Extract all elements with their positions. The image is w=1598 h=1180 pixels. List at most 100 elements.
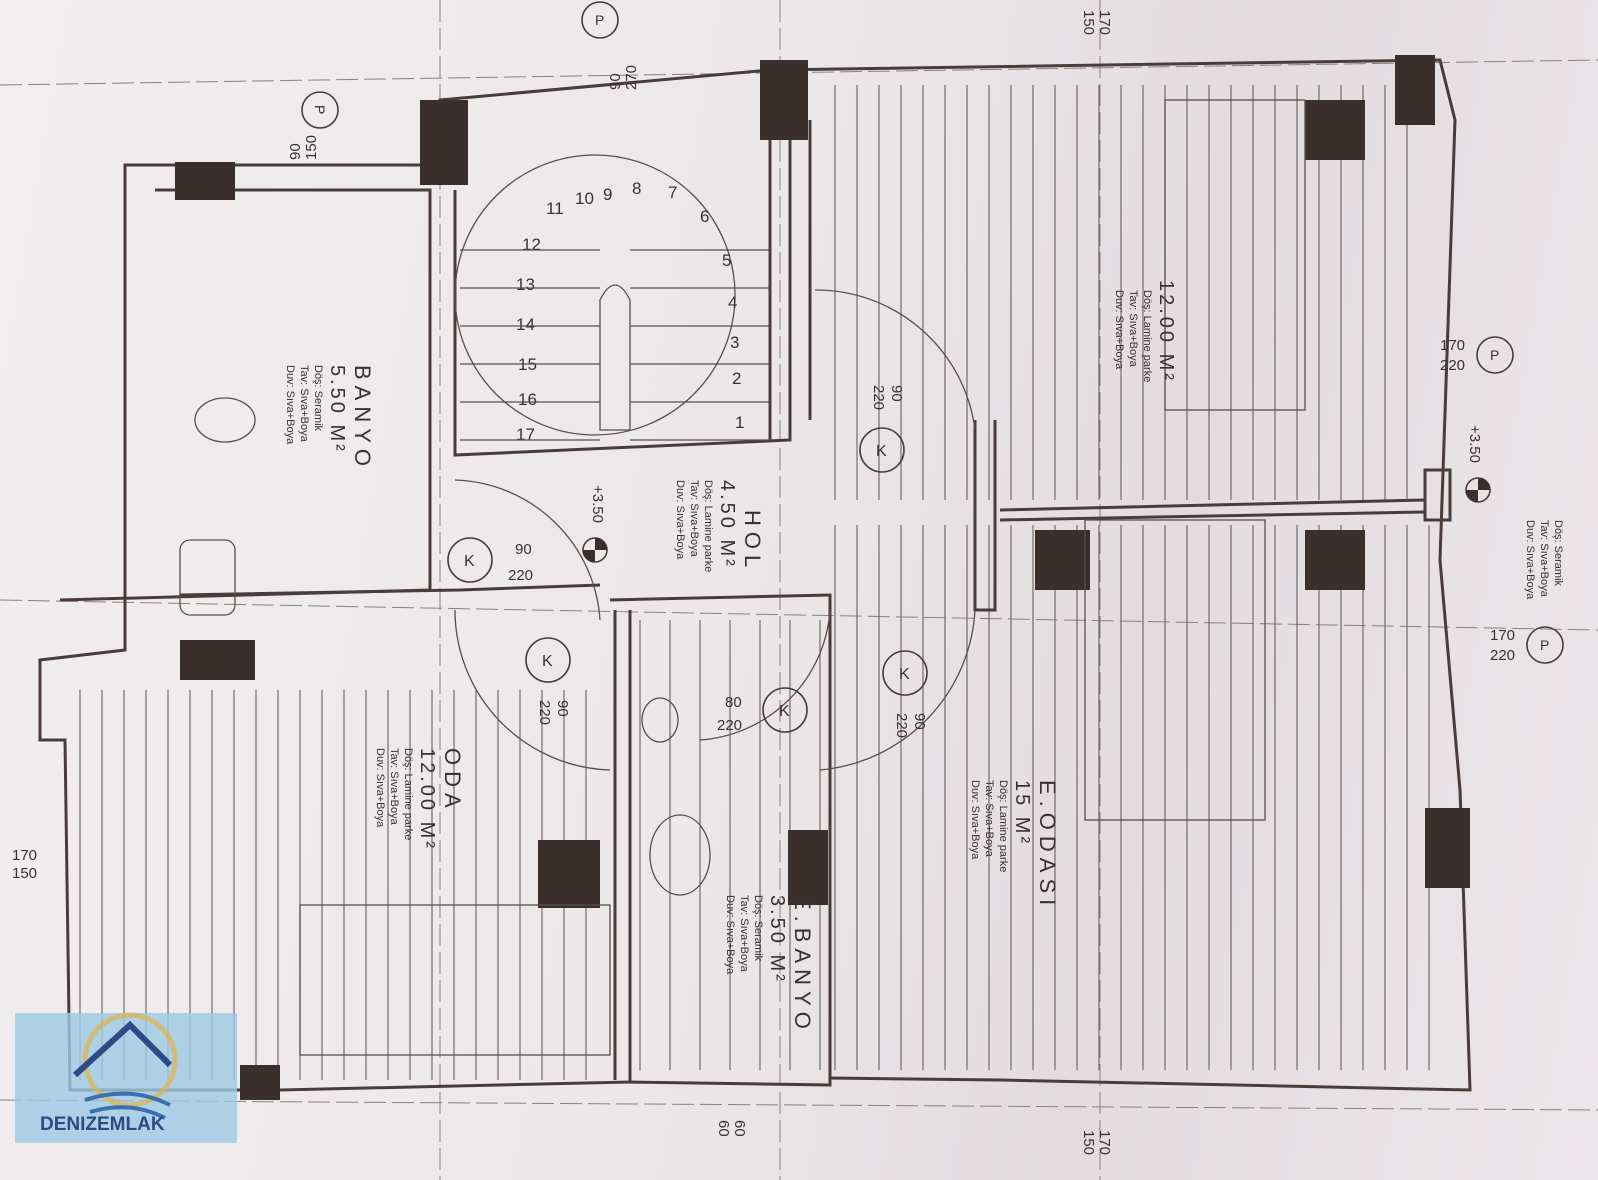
window-tag-letter: P bbox=[312, 105, 328, 114]
door-tag: K 90 220 bbox=[447, 537, 533, 584]
furniture bbox=[179, 99, 1306, 1056]
window-height: 220 bbox=[1440, 357, 1465, 374]
dimension-a: 170 bbox=[12, 847, 37, 864]
door-tag-letter: K bbox=[899, 666, 910, 683]
bed-left bbox=[299, 904, 611, 1056]
room-label-hol: HOL 4.50 M² Döş: Lamine parke Tav: Sıva+… bbox=[674, 480, 765, 573]
door-width: 90 bbox=[515, 541, 532, 558]
room-area: 5.50 M² bbox=[326, 365, 348, 454]
stair-number: 1 bbox=[735, 413, 744, 432]
window-height: 270 bbox=[623, 65, 640, 90]
sink bbox=[641, 697, 679, 743]
room-name: ODA bbox=[440, 748, 465, 814]
toilet-ebanyo bbox=[649, 814, 711, 896]
level-marker: +3.50 bbox=[582, 485, 608, 563]
door-tag-letter: K bbox=[542, 653, 553, 670]
stair-number: 12 bbox=[522, 235, 541, 254]
logo-mark bbox=[72, 1012, 178, 1120]
room-label-oda: ODA 12.00 M² Döş: Lamine parke Tav: Sıva… bbox=[374, 748, 465, 851]
room-ceiling: Tav: Sıva+Boya bbox=[688, 480, 700, 558]
stair-number: 9 bbox=[603, 185, 612, 204]
room-wall: Duv: Sıva+Boya bbox=[284, 365, 296, 445]
room-floor: Döş: Seramik bbox=[752, 895, 764, 962]
dimension-b: 60 bbox=[715, 1120, 732, 1137]
logo-text: DENIZEMLAK bbox=[40, 1114, 165, 1135]
stair-number: 6 bbox=[700, 207, 709, 226]
stair-number: 4 bbox=[728, 293, 737, 312]
stair-number: 2 bbox=[732, 369, 741, 388]
room-label-ebanyo: E.BANYO 3.50 M² Döş: Seramik Tav: Sıva+B… bbox=[724, 895, 815, 1035]
room-area: 15 M² bbox=[1011, 780, 1033, 846]
room-wall: Duv: Sıva+Boya bbox=[1524, 520, 1536, 600]
window-tag-letter: P bbox=[1490, 347, 1499, 363]
stair-number: 11 bbox=[546, 199, 564, 218]
walls bbox=[38, 58, 1472, 1092]
room-wall: Duv: Sıva+Boya bbox=[1113, 290, 1125, 370]
room-floor: Döş: Lamine parke bbox=[402, 748, 414, 840]
door-width: 90 bbox=[911, 713, 928, 730]
room-label-eodasi: E.ODASI 15 M² Döş: Lamine parke Tav: Sıv… bbox=[969, 780, 1060, 911]
stair-number: 8 bbox=[632, 179, 641, 198]
dimension-a: 170 bbox=[1096, 10, 1113, 35]
room-floor: Döş: Lamine parke bbox=[1141, 290, 1153, 382]
room-wall: Duv: Sıva+Boya bbox=[674, 480, 686, 560]
room-area: 12.00 M² bbox=[416, 748, 438, 851]
dimension-b: 150 bbox=[1080, 10, 1097, 35]
stair-number: 14 bbox=[516, 315, 535, 334]
stair-number: 3 bbox=[730, 333, 739, 352]
door-swings bbox=[454, 154, 976, 771]
toilet-banyo bbox=[194, 397, 256, 443]
room-wall: Duv: Sıva+Boya bbox=[374, 748, 386, 828]
room-ceiling: Tav: Sıva+Boya bbox=[298, 365, 310, 443]
stair-number: 5 bbox=[722, 251, 731, 270]
bed-top-right bbox=[1164, 99, 1306, 411]
window-tag: P 170 220 bbox=[1440, 336, 1514, 374]
columns bbox=[175, 55, 1470, 1100]
room-ceiling: Tav: Sıva+Boya bbox=[1127, 290, 1139, 368]
room-ceiling: Tav: Sıva+Boya bbox=[983, 780, 995, 858]
door-height: 220 bbox=[508, 567, 533, 584]
door-tag-letter: K bbox=[779, 703, 790, 720]
stair-number: 10 bbox=[575, 189, 594, 208]
dimension-b: 150 bbox=[1080, 1130, 1097, 1155]
room-name: HOL bbox=[740, 510, 765, 573]
dimension-a: 170 bbox=[1096, 1130, 1113, 1155]
window-tag-letter: P bbox=[595, 12, 604, 28]
door-width: 90 bbox=[888, 385, 905, 402]
room-area: 3.50 M² bbox=[766, 895, 788, 984]
bathtub bbox=[179, 539, 236, 616]
dimension-label: 170 150 bbox=[1080, 10, 1113, 35]
room-name: E.ODASI bbox=[1035, 780, 1060, 911]
room-area: 4.50 M² bbox=[716, 480, 738, 569]
window-width: 170 bbox=[1490, 627, 1515, 644]
door-tag-letter: K bbox=[464, 553, 475, 570]
room-label-oda-top: 12.00 M² Döş: Lamine parke Tav: Sıva+Boy… bbox=[1113, 280, 1177, 383]
room-ceiling: Tav: Sıva+Boya bbox=[738, 895, 750, 973]
room-floor: Döş: Lamine parke bbox=[997, 780, 1009, 872]
room-label-outside: Döş: Seramik Tav: Sıva+Boya Duv: Sıva+Bo… bbox=[1524, 520, 1564, 600]
door-height: 220 bbox=[536, 700, 553, 725]
stair-number: 17 bbox=[516, 425, 535, 444]
level-value: +3.50 bbox=[589, 485, 606, 523]
room-floor: Döş: Lamine parke bbox=[702, 480, 714, 572]
dimension-label: 60 60 bbox=[715, 1120, 748, 1137]
room-ceiling: Tav: Sıva+Boya bbox=[1538, 520, 1550, 598]
dimension-label: 170 150 bbox=[12, 847, 37, 882]
level-value: +3.50 bbox=[1466, 425, 1483, 463]
door-width: 80 bbox=[725, 694, 742, 711]
door-height: 220 bbox=[893, 713, 910, 738]
door-tag: K 90 220 bbox=[882, 650, 928, 738]
window-width: 170 bbox=[1440, 337, 1465, 354]
window-width: 90 bbox=[287, 143, 304, 160]
stair-number: 13 bbox=[516, 275, 535, 294]
bed-right bbox=[1084, 519, 1266, 821]
room-area: 12.00 M² bbox=[1155, 280, 1177, 383]
room-wall: Duv: Sıva+Boya bbox=[724, 895, 736, 975]
room-label-banyo: BANYO 5.50 M² Döş: Seramik Tav: Sıva+Boy… bbox=[284, 365, 375, 472]
level-marker: +3.50 bbox=[1465, 425, 1491, 503]
stair-number: 16 bbox=[518, 390, 537, 409]
